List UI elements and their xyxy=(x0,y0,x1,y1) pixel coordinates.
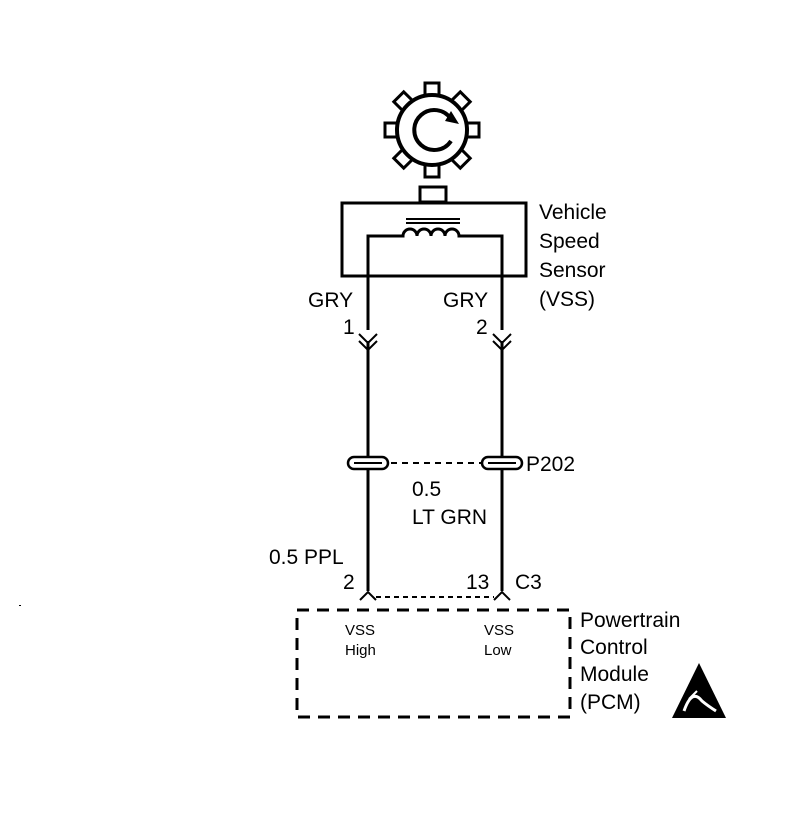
wire-color-right: GRY xyxy=(443,289,488,312)
vss-coil xyxy=(366,218,504,330)
wire-size-drain: 0.5 xyxy=(412,478,441,501)
svg-text:Module: Module xyxy=(580,663,649,686)
gear-rotation-icon xyxy=(383,81,481,179)
stray-dot xyxy=(19,605,21,606)
wire-lower-left: 0.5 PPL xyxy=(269,546,344,569)
pin-right-vss: 2 xyxy=(476,316,488,339)
splice-p202 xyxy=(346,455,524,471)
svg-text:(PCM): (PCM) xyxy=(580,691,641,714)
pcm-input-low-2: Low xyxy=(484,642,512,659)
wire-color-drain: LT GRN xyxy=(412,506,487,529)
pcm-input-high-1: VSS xyxy=(345,622,375,639)
sensor-stem xyxy=(418,185,448,204)
connector-c3: C3 xyxy=(515,571,542,594)
svg-text:Speed: Speed xyxy=(539,230,600,253)
pcm-input-low-1: VSS xyxy=(484,622,514,639)
pin-pcm-high: 2 xyxy=(343,571,355,594)
svg-text:Powertrain: Powertrain xyxy=(580,609,680,632)
pin-left-vss: 1 xyxy=(343,316,355,339)
vss-connector-chevrons xyxy=(358,333,512,352)
splice-label: P202 xyxy=(526,453,575,476)
pcm-input-high-2: High xyxy=(345,642,376,659)
pcm-box xyxy=(295,608,572,719)
svg-text:Vehicle: Vehicle xyxy=(539,201,607,224)
svg-text:(VSS): (VSS) xyxy=(539,288,595,311)
pcm-name: Powertrain Control Module (PCM) xyxy=(580,609,680,714)
vss-body xyxy=(340,201,528,278)
svg-text:Control: Control xyxy=(580,636,648,659)
vss-name: Vehicle Speed Sensor (VSS) xyxy=(539,201,607,311)
svg-text:Sensor: Sensor xyxy=(539,259,606,282)
wire-color-left: GRY xyxy=(308,289,353,312)
pin-pcm-low: 13 xyxy=(466,571,489,594)
pcm-connector xyxy=(359,590,511,601)
esd-warning-icon xyxy=(672,663,726,718)
